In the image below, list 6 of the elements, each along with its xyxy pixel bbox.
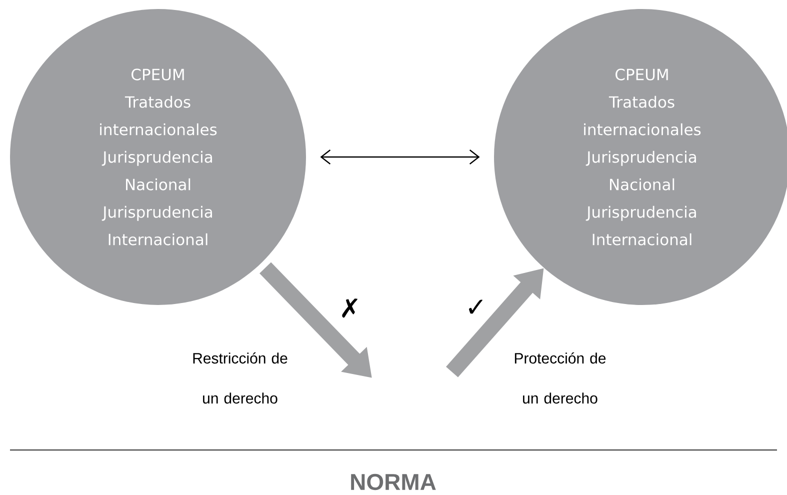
edge-label: Restricción de un derecho [190, 351, 290, 405]
mark-symbol: ✓ [469, 300, 482, 314]
edge-label: Protección de un derecho [510, 351, 610, 405]
mark-symbol: ✗ [342, 298, 358, 318]
heading: NORMA [351, 474, 436, 490]
arrow [320, 150, 480, 164]
